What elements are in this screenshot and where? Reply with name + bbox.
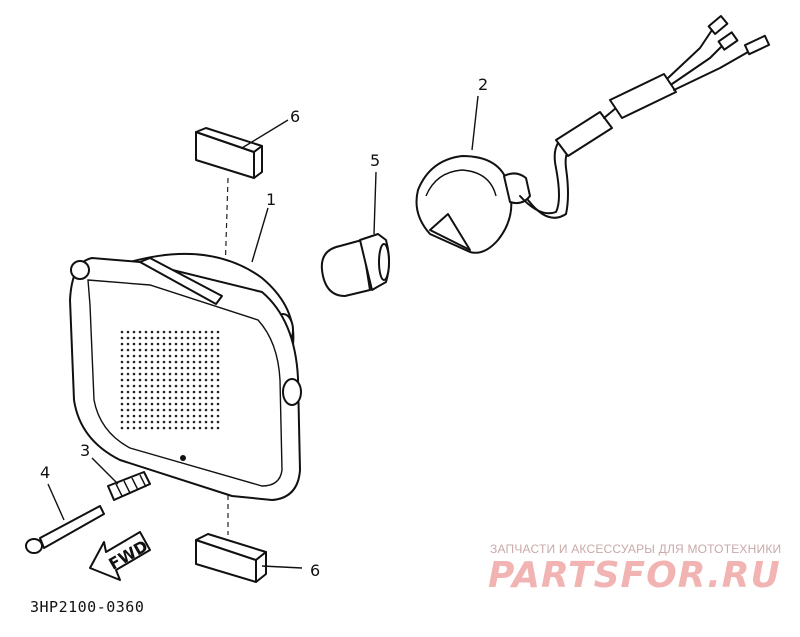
callout-6-bottom: 6 [310, 561, 320, 580]
part-code: 3HP2100-0360 [30, 598, 145, 616]
screw [25, 505, 105, 554]
alignment-line-top [224, 177, 229, 276]
lens-pattern [120, 330, 220, 430]
rubber-pad-bottom [195, 533, 267, 583]
callout-4: 4 [40, 463, 50, 482]
headlight-housing [69, 253, 302, 501]
watermark-subtitle: ЗАПЧАСТИ И АКСЕССУАРЫ ДЛЯ МОТОТЕХНИКИ [490, 542, 782, 556]
leader-lines [47, 95, 479, 569]
callout-1: 1 [266, 190, 276, 209]
bulb [320, 233, 390, 297]
watermark-logo: PARTSFOR.RU [488, 555, 781, 596]
bulb-socket [415, 155, 531, 254]
callout-2: 2 [478, 75, 488, 94]
callout-5: 5 [370, 151, 380, 170]
rubber-pad-top [195, 127, 263, 179]
adjusting-spring [107, 471, 151, 501]
callout-3: 3 [80, 441, 90, 460]
wire-harness [519, 15, 771, 219]
fwd-arrow: FWD [89, 531, 151, 581]
callout-6-top: 6 [290, 107, 300, 126]
